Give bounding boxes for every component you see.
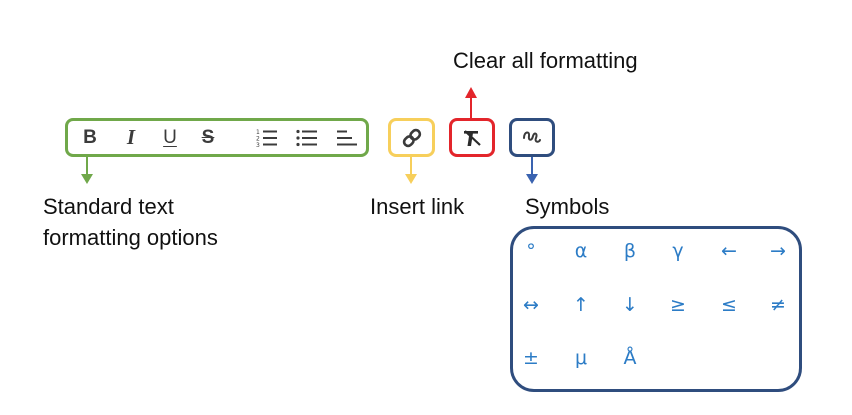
symbol-item[interactable]: ↓ <box>622 294 638 316</box>
symbols-label: Symbols <box>525 194 610 219</box>
symbols-icon <box>523 131 541 143</box>
standard-formatting-label-line1: Standard text <box>43 194 174 219</box>
align-left-button[interactable] <box>334 121 360 154</box>
underline-icon: U <box>163 127 177 148</box>
symbol-item[interactable]: ↑ <box>573 294 589 316</box>
bullet-list-icon <box>296 129 317 146</box>
symbol-item[interactable]: β <box>623 240 637 262</box>
symbol-item[interactable]: ↔ <box>523 294 539 316</box>
underline-button[interactable]: U <box>158 121 182 154</box>
bold-icon: B <box>83 127 97 148</box>
insert-link-box <box>388 118 435 157</box>
insert-link-label: Insert link <box>370 194 465 219</box>
symbol-item[interactable]: μ <box>574 347 588 369</box>
bold-button[interactable]: B <box>78 121 102 154</box>
align-left-icon <box>337 130 357 145</box>
clear-formatting-button[interactable] <box>452 121 492 154</box>
symbols-button[interactable] <box>512 121 552 154</box>
svg-text:1: 1 <box>256 129 260 136</box>
clear-formatting-label: Clear all formatting <box>453 48 638 73</box>
link-icon <box>402 128 421 147</box>
svg-text:2: 2 <box>256 135 260 142</box>
formatting-toolbar-group: B I U S 1 2 3 <box>65 118 369 157</box>
italic-icon: I <box>126 125 136 149</box>
clear-formatting-box <box>449 118 495 157</box>
symbol-item[interactable]: ± <box>523 347 539 369</box>
clear-formatting-icon <box>464 129 481 146</box>
standard-formatting-label: Standard text formatting options <box>43 191 218 253</box>
symbol-item[interactable]: α <box>574 240 588 262</box>
svg-text:3: 3 <box>256 142 260 148</box>
italic-button[interactable]: I <box>119 121 143 154</box>
strikethrough-button[interactable]: S <box>196 121 220 154</box>
symbols-arrow <box>526 157 538 184</box>
standard-formatting-label-line2: formatting options <box>43 225 218 250</box>
symbol-item[interactable]: γ <box>672 240 684 262</box>
symbol-item[interactable]: → <box>770 240 786 262</box>
clear-formatting-arrow <box>465 87 477 119</box>
bullet-list-button[interactable] <box>294 121 320 154</box>
symbols-panel: ° α β γ ← → ↔ ↑ ↓ ≥ ≤ ≠ ± μ Å <box>510 226 802 392</box>
insert-link-button[interactable] <box>391 121 432 154</box>
symbol-item[interactable]: Å <box>623 347 637 369</box>
symbols-box <box>509 118 555 157</box>
standard-formatting-arrow <box>81 157 93 184</box>
symbol-item[interactable]: ≠ <box>770 294 786 316</box>
ordered-list-button[interactable]: 1 2 3 <box>254 121 280 154</box>
strikethrough-icon: S <box>201 127 215 148</box>
insert-link-arrow <box>405 157 417 184</box>
symbol-item[interactable]: ← <box>721 240 737 262</box>
ordered-list-icon: 1 2 3 <box>256 129 277 148</box>
symbol-item[interactable]: ≥ <box>670 294 686 316</box>
symbol-item[interactable]: ≤ <box>721 294 737 316</box>
symbol-item[interactable]: ° <box>526 240 536 262</box>
